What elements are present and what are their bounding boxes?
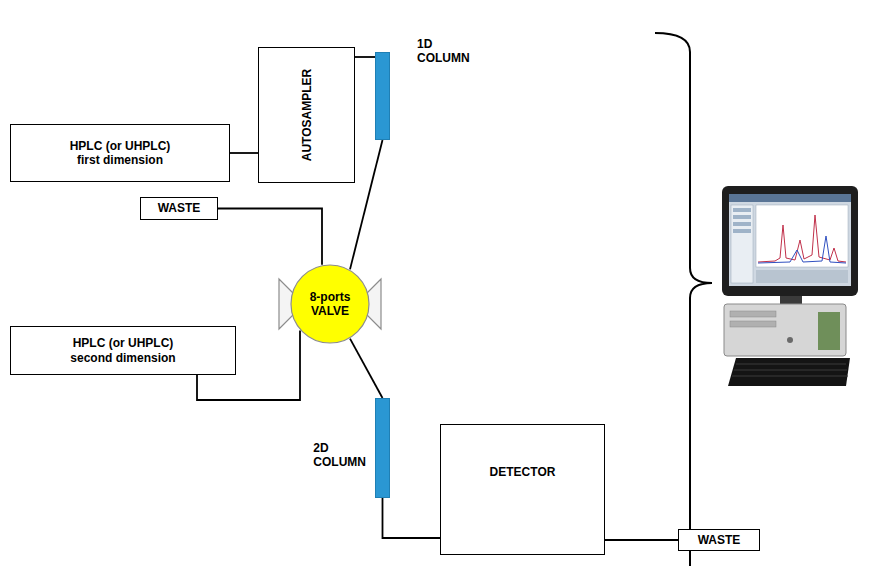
box-label: HPLC (or UHPLC) second dimension xyxy=(28,336,218,365)
pump-box: HPLC (or UHPLC) second dimension xyxy=(10,326,236,375)
column-tube: 2D COLUMN xyxy=(375,398,390,498)
computer-illustration xyxy=(722,186,858,386)
tubing-line xyxy=(218,209,322,265)
tubing-line xyxy=(605,539,678,541)
valve-label: 8-ports VALVE xyxy=(299,290,361,319)
box-label: WASTE xyxy=(698,533,741,547)
tubing-line xyxy=(355,56,375,58)
tubing-line xyxy=(350,339,383,398)
waste-box: WASTE xyxy=(678,529,760,551)
column-label: 1D COLUMN xyxy=(417,37,470,66)
tubing-line xyxy=(230,152,258,154)
column-tube: 1D COLUMN xyxy=(375,52,390,140)
box-label: DETECTOR xyxy=(490,465,556,479)
box-label: WASTE xyxy=(158,201,201,215)
detector-box: DETECTOR xyxy=(440,424,605,555)
pump-box: HPLC (or UHPLC) first dimension xyxy=(10,124,230,182)
tubing-line xyxy=(383,498,441,538)
curly-bracket xyxy=(655,33,712,566)
box-label: AUTOSAMPLER xyxy=(299,69,313,161)
switching-valve: 8-ports VALVE xyxy=(290,264,370,344)
box-label: HPLC (or UHPLC) first dimension xyxy=(30,139,210,168)
autosampler-box: AUTOSAMPLER xyxy=(258,47,355,183)
waste-box: WASTE xyxy=(140,197,218,220)
column-label: 2D COLUMN xyxy=(313,441,366,470)
